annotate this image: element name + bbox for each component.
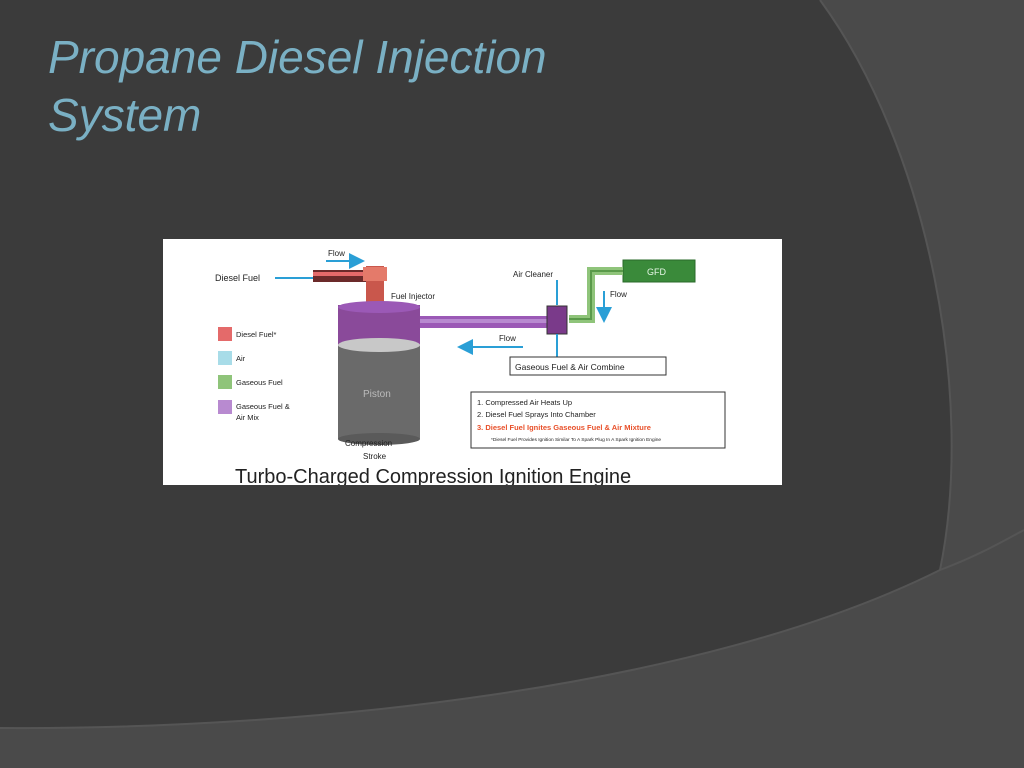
legend-swatch-diesel (218, 327, 232, 341)
step-1: 1. Compressed Air Heats Up (477, 398, 572, 407)
step-2: 2. Diesel Fuel Sprays Into Chamber (477, 410, 596, 419)
slide-title-line-2: System (48, 89, 202, 141)
engine-diagram-svg: Diesel Fuel Flow Fuel Injector Piston Co… (215, 249, 726, 485)
legend-label-gaseous: Gaseous Fuel (236, 378, 283, 387)
piston-label: Piston (363, 389, 391, 400)
diagram-caption: Turbo-Charged Compression Ignition Engin… (235, 466, 631, 485)
gaseous-fuel-line-edge (569, 270, 623, 320)
engine-diagram: Diesel Fuel Flow Fuel Injector Piston Co… (163, 239, 782, 485)
intake-pipe-shade (420, 319, 560, 323)
legend-label-air: Air (236, 354, 246, 363)
legend-label-diesel: Diesel Fuel* (236, 330, 277, 339)
steps-box (470, 391, 726, 449)
flow-right-label: Flow (610, 290, 627, 299)
combine-label: Gaseous Fuel & Air Combine (515, 362, 625, 372)
slide-title: Propane Diesel Injection System (48, 28, 547, 144)
air-cleaner (546, 305, 568, 335)
legend-label-mix: Gaseous Fuel & (236, 402, 290, 411)
legend-swatch-mix (218, 400, 232, 414)
fuel-injector-tip (363, 267, 387, 281)
step-3: 3. Diesel Fuel Ignites Gaseous Fuel & Ai… (477, 423, 651, 432)
gfd-label: GFD (647, 267, 666, 277)
legend-swatch-air (218, 351, 232, 365)
piston-bottom (338, 433, 420, 445)
legend-label-mix-2: Air Mix (236, 413, 259, 422)
slide-title-line-1: Propane Diesel Injection (48, 31, 547, 83)
diesel-fuel-label: Diesel Fuel (215, 273, 260, 283)
fuel-injector-label: Fuel Injector (391, 292, 435, 301)
flow-middle-label: Flow (499, 334, 516, 343)
compression-label: Compression (345, 439, 392, 448)
piston-top (338, 338, 420, 352)
combine-box (509, 356, 667, 376)
chamber-top (338, 301, 420, 313)
air-cleaner-label: Air Cleaner (513, 270, 553, 279)
diesel-fuel-line-inner (313, 272, 369, 276)
stroke-label: Stroke (363, 452, 387, 461)
steps-footnote: *Diesel Fuel Provides Ignition Similar T… (491, 437, 661, 443)
piston (338, 345, 420, 439)
legend-swatch-gaseous (218, 375, 232, 389)
flow-top-label: Flow (328, 249, 345, 258)
